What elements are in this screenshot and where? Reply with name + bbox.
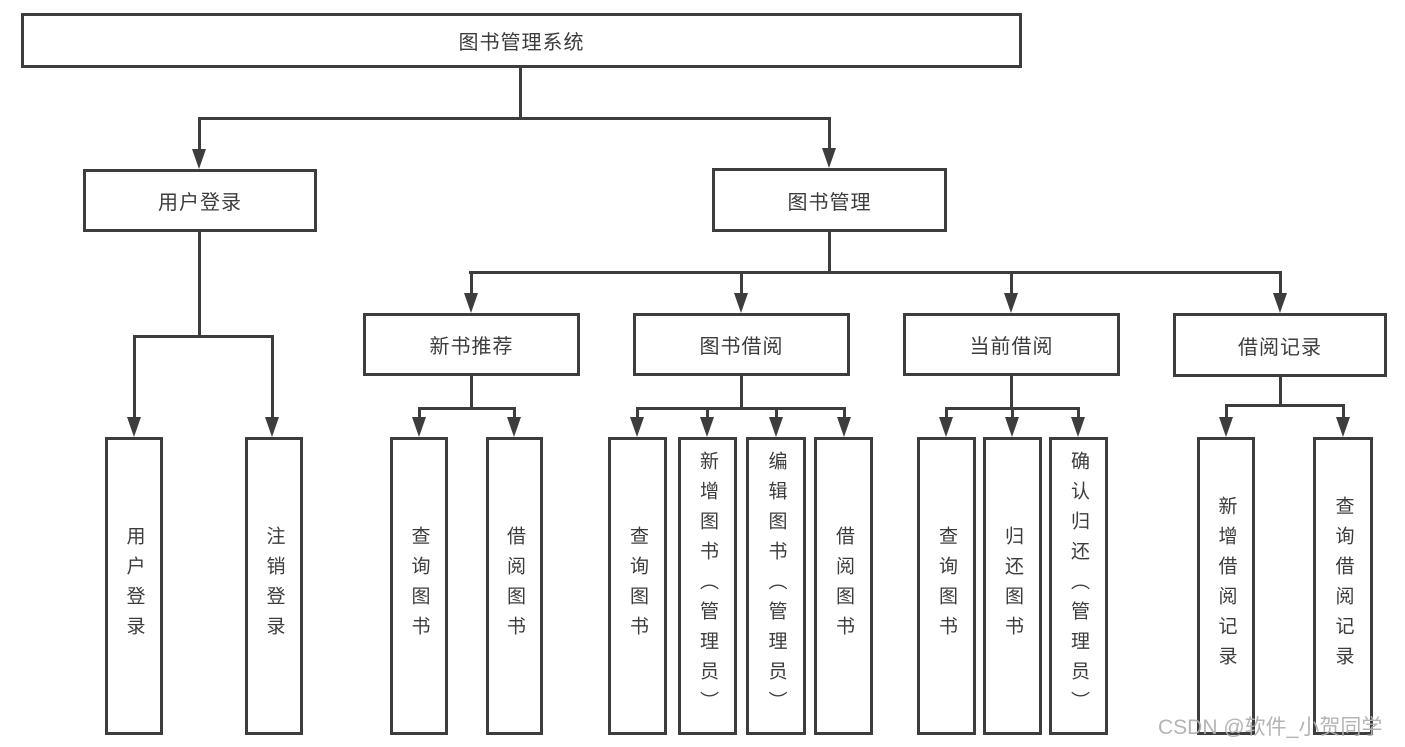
connector-to-leaf-bb-query [636, 407, 639, 417]
leaf-br-add-label: 新增借阅记录 [1215, 496, 1237, 676]
leaf-br-query-label: 查询借阅记录 [1332, 496, 1354, 676]
connector-to-user-login [198, 117, 201, 149]
leaf-nb-query-label: 查询图书 [408, 526, 430, 646]
arrow-down-icon [412, 417, 426, 437]
connector-to-borrow-records [1279, 271, 1282, 293]
leaf-logout: 注销登录 [245, 437, 303, 735]
node-root: 图书管理系统 [21, 13, 1022, 68]
leaf-nb-borrow-label: 借阅图书 [504, 526, 525, 646]
connector-to-current-borrow [1010, 271, 1013, 293]
leaf-cb-query-label: 查询图书 [936, 526, 957, 646]
node-borrow-records: 借阅记录 [1173, 313, 1387, 377]
connector-borrow-records-rail [1225, 404, 1344, 407]
connector-to-leaf-cb-query [945, 407, 948, 417]
connector-book-mgmt-stem [828, 232, 831, 271]
arrow-down-icon [1219, 417, 1233, 437]
leaf-bb-edit-label: 编辑图书（管理员） [765, 451, 787, 721]
arrow-down-icon [1336, 417, 1350, 437]
leaf-br-query: 查询借阅记录 [1313, 437, 1373, 735]
arrow-down-icon [1004, 293, 1018, 313]
node-book-mgmt-label: 图书管理 [787, 191, 872, 214]
connector-to-leaf-user-login [133, 335, 136, 417]
connector-level1-rail [198, 117, 830, 120]
leaf-cb-confirm-label: 确认归还（管理员） [1068, 451, 1089, 721]
leaf-bb-query-label: 查询图书 [627, 526, 648, 646]
arrow-down-icon [127, 417, 141, 437]
connector-to-leaf-br-add [1225, 404, 1228, 417]
leaf-nb-borrow: 借阅图书 [486, 437, 543, 735]
leaf-cb-query: 查询图书 [917, 437, 976, 735]
connector-book-borrow-rail [636, 407, 845, 410]
connector-user-login-rail [133, 335, 273, 338]
arrow-down-icon [700, 417, 714, 437]
leaf-cb-return: 归还图书 [983, 437, 1042, 735]
leaf-bb-add-label: 新增图书（管理员） [697, 451, 718, 721]
connector-new-books-rail [418, 407, 515, 410]
leaf-br-add: 新增借阅记录 [1197, 437, 1255, 735]
connector-to-leaf-logout [271, 335, 274, 417]
node-book-mgmt: 图书管理 [712, 168, 947, 232]
arrow-down-icon [507, 417, 521, 437]
leaf-bb-edit: 编辑图书（管理员） [746, 437, 806, 735]
leaf-user-login-label: 用户登录 [123, 526, 145, 646]
arrow-down-icon [939, 417, 953, 437]
arrow-down-icon [1273, 293, 1287, 313]
connector-to-leaf-bb-add [706, 407, 709, 417]
arrow-down-icon [1071, 417, 1085, 437]
node-user-login-label: 用户登录 [158, 192, 242, 214]
arrow-down-icon [769, 417, 783, 437]
arrow-down-icon [734, 293, 748, 313]
node-borrow-records-label: 借阅记录 [1238, 336, 1322, 359]
connector-user-login-stem [198, 232, 201, 335]
connector-to-book-mgmt [828, 117, 831, 148]
leaf-nb-query: 查询图书 [390, 437, 448, 735]
leaf-bb-add: 新增图书（管理员） [678, 437, 737, 735]
connector-root-stem [519, 68, 522, 117]
node-new-books: 新书推荐 [363, 313, 580, 376]
connector-new-books-stem [470, 376, 473, 407]
node-user-login: 用户登录 [83, 169, 317, 232]
node-book-borrow-label: 图书借阅 [699, 336, 784, 358]
connector-to-book-borrow [740, 271, 743, 293]
leaf-bb-borrow-label: 借阅图书 [833, 526, 854, 646]
arrow-down-icon [630, 417, 644, 437]
connector-borrow-records-stem [1279, 377, 1282, 404]
leaf-cb-return-label: 归还图书 [1002, 526, 1023, 646]
connector-level2-rail [469, 271, 1281, 274]
connector-to-leaf-bb-edit [775, 407, 778, 417]
connector-to-leaf-bb-borrow [843, 407, 846, 417]
arrow-down-icon [1005, 417, 1019, 437]
leaf-logout-label: 注销登录 [263, 526, 285, 646]
arrow-down-icon [192, 149, 206, 169]
leaf-bb-query: 查询图书 [608, 437, 667, 735]
arrow-down-icon [822, 148, 836, 168]
node-current-borrow-label: 当前借阅 [969, 336, 1054, 358]
leaf-user-login: 用户登录 [105, 437, 163, 735]
connector-to-leaf-br-query [1342, 404, 1345, 417]
connector-book-borrow-stem [740, 376, 743, 407]
connector-to-leaf-cb-return [1011, 407, 1014, 417]
arrow-down-icon [464, 293, 478, 313]
connector-to-leaf-cb-confirm [1077, 407, 1080, 417]
leaf-cb-confirm: 确认归还（管理员） [1049, 437, 1108, 735]
arrow-down-icon [837, 417, 851, 437]
arrow-down-icon [265, 417, 279, 437]
node-current-borrow: 当前借阅 [903, 313, 1120, 376]
node-root-label: 图书管理系统 [458, 32, 585, 54]
node-new-books-label: 新书推荐 [429, 336, 514, 358]
node-book-borrow: 图书借阅 [633, 313, 850, 376]
connector-to-leaf-nb-borrow [513, 407, 516, 417]
csdn-watermark: CSDN @软件_小贺同学 [1158, 716, 1383, 739]
leaf-bb-borrow: 借阅图书 [814, 437, 873, 735]
connector-to-leaf-nb-query [418, 407, 421, 417]
connector-current-borrow-stem [1010, 376, 1013, 407]
connector-to-new-books [470, 271, 473, 293]
